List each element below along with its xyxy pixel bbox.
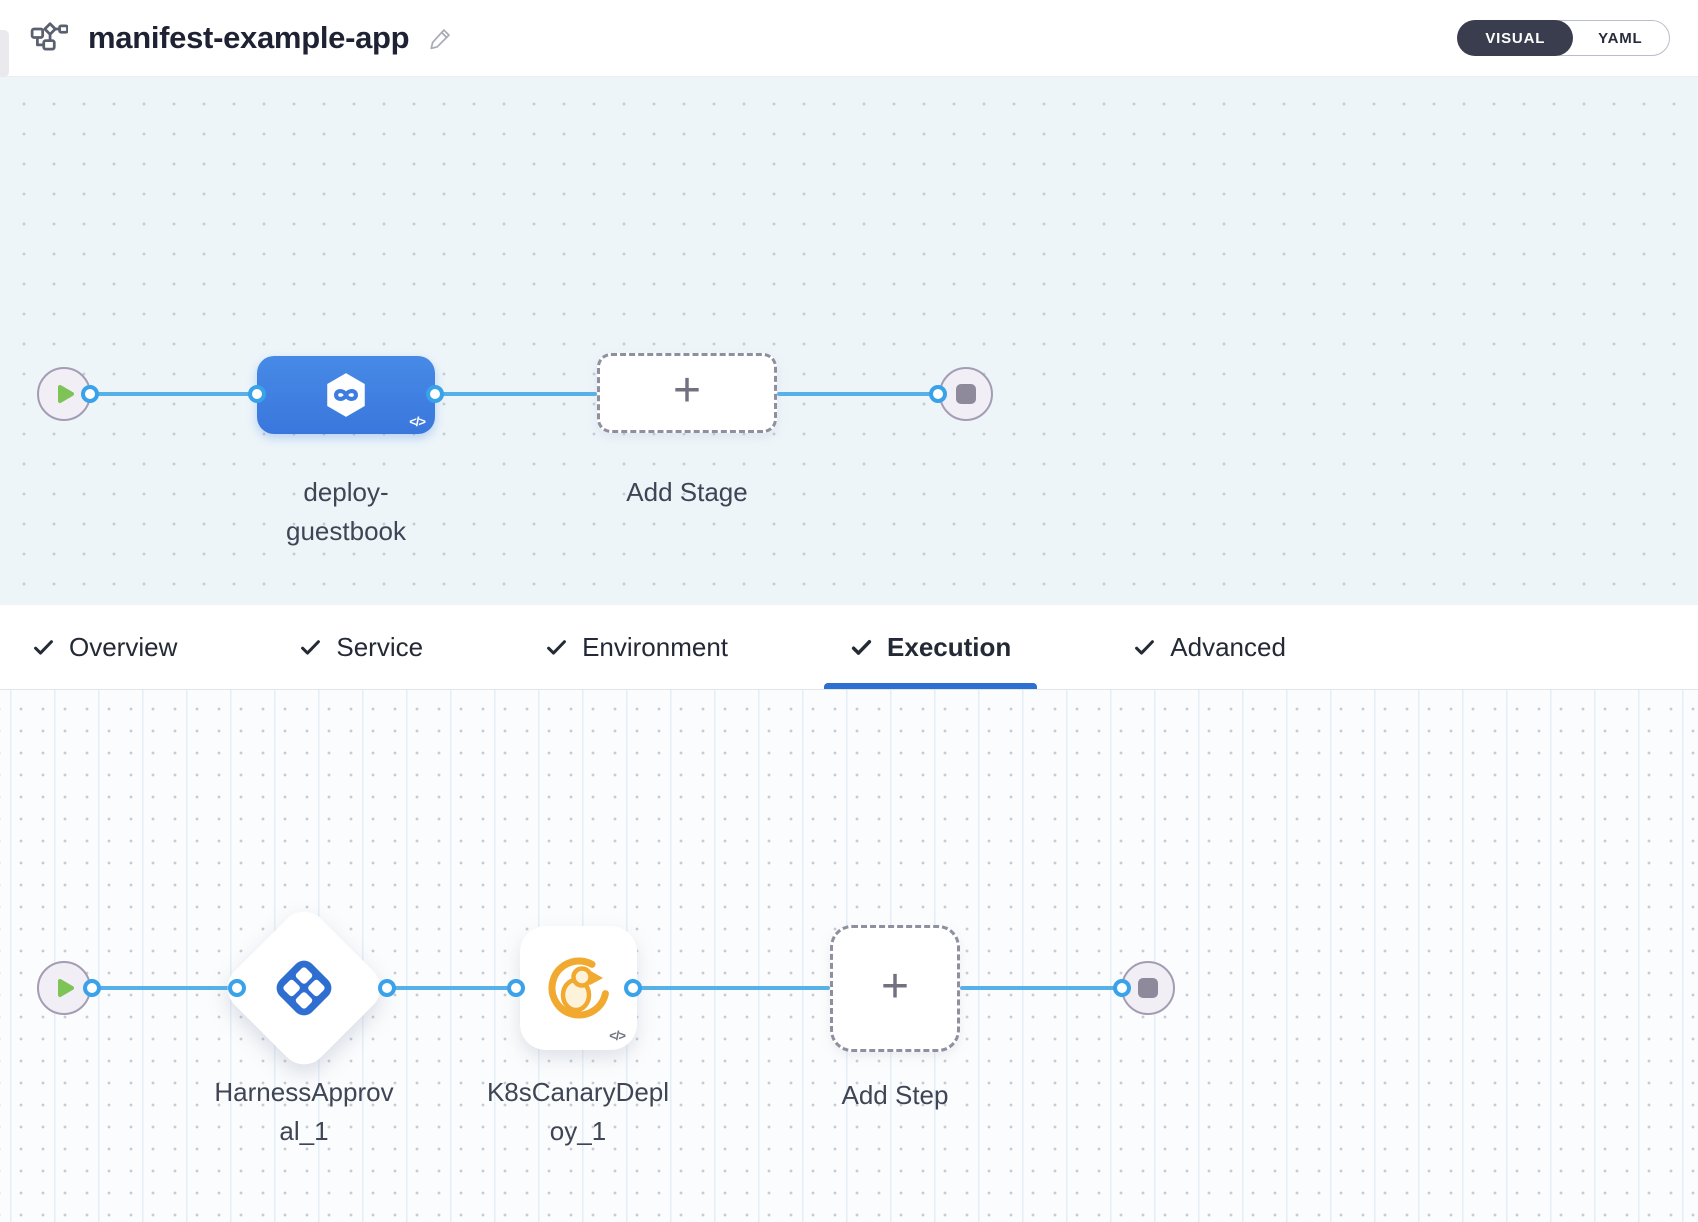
canary-bird-icon xyxy=(545,954,613,1022)
plus-icon: + xyxy=(880,959,910,1013)
add-step-button[interactable]: + xyxy=(830,925,960,1052)
connector-port[interactable] xyxy=(507,979,525,997)
tab-overview[interactable]: Overview xyxy=(32,605,177,689)
tab-service[interactable]: Service xyxy=(299,605,423,689)
connector-port[interactable] xyxy=(426,385,444,403)
active-tab-underline xyxy=(824,683,1038,689)
connector-port[interactable] xyxy=(1113,979,1131,997)
tab-execution[interactable]: Execution xyxy=(824,605,1038,689)
connector-line xyxy=(777,392,938,396)
page-title: manifest-example-app xyxy=(88,20,410,55)
code-toggle-badge[interactable]: </> xyxy=(609,1028,626,1043)
stage-graph-canvas[interactable]: </> + deploy-guestbook Add Stage xyxy=(0,77,1698,605)
step-label: K8sCanaryDeploy_1 xyxy=(486,1077,670,1146)
connector-line xyxy=(387,986,516,990)
add-step-label: Add Step xyxy=(841,1080,949,1110)
stage-config-tabbar: Overview Service Environment Execution xyxy=(0,605,1698,690)
check-icon xyxy=(32,636,55,659)
header: manifest-example-app VISUAL YAML xyxy=(0,0,1698,77)
connector-port[interactable] xyxy=(248,385,266,403)
stage-label: deploy-guestbook xyxy=(286,477,406,546)
code-toggle-badge[interactable]: </> xyxy=(409,414,426,429)
stop-icon xyxy=(956,384,976,404)
stage-node-deploy-guestbook[interactable]: </> xyxy=(257,356,435,434)
connector-port[interactable] xyxy=(624,979,642,997)
view-mode-toggle: VISUAL YAML xyxy=(1457,20,1670,56)
connector-line xyxy=(960,986,1122,990)
play-icon xyxy=(57,978,75,998)
check-icon xyxy=(299,636,322,659)
pipeline-flowchart-icon xyxy=(30,22,68,54)
step-node-k8s-canary-deploy[interactable]: </> xyxy=(520,926,637,1050)
plus-icon: + xyxy=(672,364,702,417)
stop-icon xyxy=(1138,978,1158,998)
check-icon xyxy=(850,636,873,659)
add-stage-label: Add Stage xyxy=(626,477,748,507)
execution-graph-canvas[interactable]: </> + HarnessApproval_1 K8sCanaryDeploy_… xyxy=(0,690,1698,1222)
step-node-harness-approval[interactable] xyxy=(217,901,391,1075)
connector-port[interactable] xyxy=(378,979,396,997)
add-stage-button[interactable]: + xyxy=(597,353,777,433)
connector-port[interactable] xyxy=(83,979,101,997)
connector-line xyxy=(90,392,257,396)
approval-diamond-icon xyxy=(271,955,337,1021)
check-icon xyxy=(1133,636,1156,659)
connector-line xyxy=(633,986,830,990)
tab-advanced[interactable]: Advanced xyxy=(1133,605,1286,689)
toggle-yaml[interactable]: YAML xyxy=(1598,29,1643,47)
connector-port[interactable] xyxy=(929,385,947,403)
play-icon xyxy=(57,384,75,404)
connector-line xyxy=(92,986,237,990)
collapsed-panel-handle[interactable] xyxy=(0,30,9,77)
connector-port[interactable] xyxy=(81,385,99,403)
check-icon xyxy=(545,636,568,659)
connector-port[interactable] xyxy=(228,979,246,997)
toggle-visual[interactable]: VISUAL xyxy=(1457,20,1574,56)
deployment-hexagon-icon xyxy=(321,370,371,420)
connector-line xyxy=(435,392,597,396)
tab-environment[interactable]: Environment xyxy=(545,605,728,689)
pipeline-end-node[interactable] xyxy=(939,367,993,421)
edit-pencil-icon[interactable] xyxy=(427,25,454,52)
step-label: HarnessApproval_1 xyxy=(214,1077,394,1146)
